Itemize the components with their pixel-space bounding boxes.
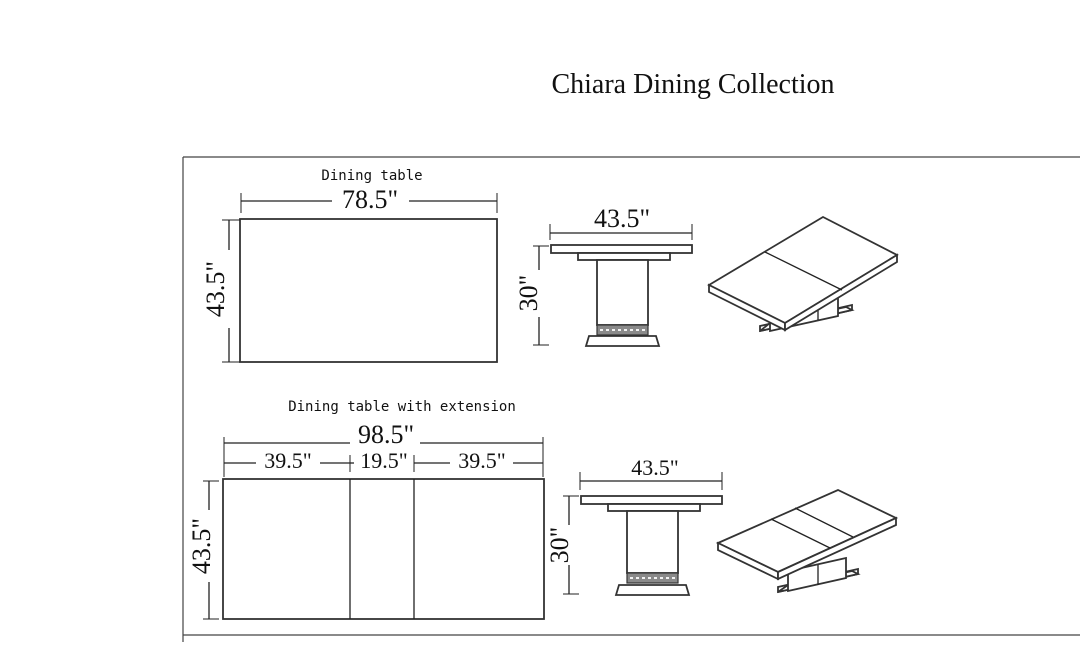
dining-table-side-view: 43.5" 30"	[514, 204, 693, 347]
extension-depth-dimension-line	[203, 480, 219, 620]
dining-table-caption: Dining table	[321, 168, 422, 184]
table-top-rectangle	[239, 218, 498, 363]
section-3-width-label: 39.5"	[458, 448, 505, 473]
side-width-dimension-line	[549, 224, 693, 240]
side-height-label: 30"	[514, 275, 543, 312]
section-2-width-label: 19.5"	[360, 448, 407, 473]
page-title: Chiara Dining Collection	[551, 69, 834, 100]
top-width-dimension-line	[240, 193, 498, 213]
extension-side-width-label: 43.5"	[631, 455, 678, 480]
extension-side-height-label: 30"	[545, 527, 574, 564]
dining-table-top-view: 78.5" 43.5"	[201, 185, 498, 363]
extension-side-width-dimension-line	[579, 472, 723, 490]
extension-depth-label: 43.5"	[187, 518, 216, 574]
side-width-label: 43.5"	[594, 204, 650, 233]
extension-side-height-dimension-line	[563, 495, 579, 595]
total-width-dimension-line	[223, 437, 544, 477]
side-height-dimension-line	[533, 245, 549, 346]
dining-table-isometric-view	[707, 215, 899, 333]
extension-elevation-shape	[580, 495, 723, 596]
extension-table-caption: Dining table with extension	[288, 399, 516, 415]
top-depth-label: 43.5"	[201, 261, 230, 317]
section-dimension-lines	[224, 455, 543, 472]
table-elevation-shape	[550, 244, 693, 347]
extension-table-top-view: 98.5" 39.5" 19.5" 39.5" 43.5"	[187, 420, 545, 620]
top-width-label: 78.5"	[342, 185, 398, 214]
top-depth-dimension-line	[222, 219, 240, 363]
section-1-width-label: 39.5"	[264, 448, 311, 473]
total-width-label: 98.5"	[358, 420, 414, 449]
drawing-frame	[182, 156, 1080, 642]
extension-table-side-view: 43.5" 30"	[545, 455, 723, 596]
extension-table-isometric-view	[715, 489, 899, 594]
extended-top-rectangle	[222, 478, 545, 620]
